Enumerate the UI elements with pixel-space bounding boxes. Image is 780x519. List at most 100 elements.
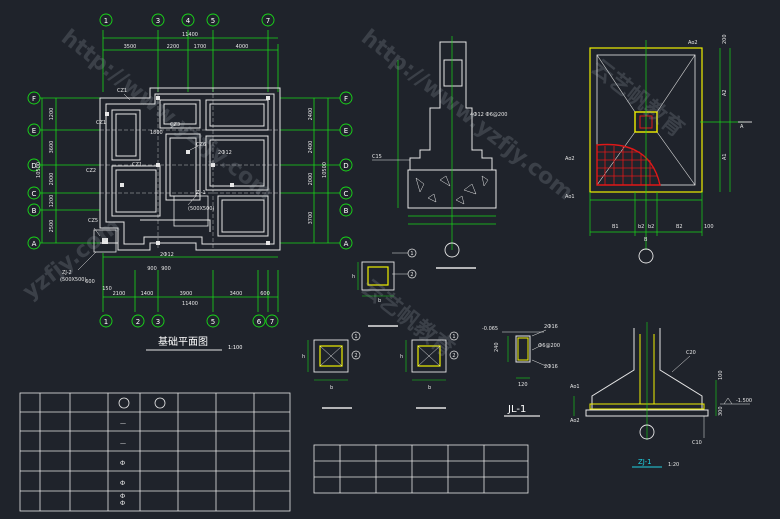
svg-text:3: 3 — [156, 318, 160, 326]
plan-label-cz1-a: CZ1 — [117, 88, 127, 94]
axis-bubble-bottom-7: 7 — [265, 314, 279, 328]
beam-rebar-stirrup: Ф6@200 — [538, 343, 560, 349]
plan-scale: 1:100 — [228, 345, 242, 351]
footing-plan-note-ao2-b: Ao2 — [688, 40, 698, 46]
footing-section-c20-leader — [671, 355, 691, 373]
axis-bubble-left-F: F — [27, 91, 41, 105]
footing-section-note-ao2: Ao2 — [570, 418, 580, 424]
table-left-symbol-5: Ф — [120, 500, 125, 507]
footing-plan-dim-b1: B1 — [612, 224, 619, 230]
wall-section-hatch — [415, 175, 489, 205]
footing-section-label: ZJ-1 — [638, 458, 652, 466]
plan-bottom-small-1: 600 — [85, 279, 95, 285]
plan-bottom-dim-2: 1400 — [141, 291, 154, 297]
svg-text:A: A — [32, 240, 37, 248]
footing-section-dim-300: 300 — [718, 406, 724, 416]
axis-bubble-bottom-6: 6 — [252, 314, 266, 328]
table-left-symbol-4: Ф — [120, 480, 125, 487]
plan-left-dim-1: 1200 — [49, 108, 55, 121]
plan-label-zj1: ZJ-1 — [196, 190, 206, 196]
footing-section-note-c10: C10 — [692, 440, 702, 446]
plan-left-dim-5: 2500 — [49, 220, 55, 233]
column-2-label-h: h — [302, 354, 305, 360]
column-3-label-h: h — [400, 354, 403, 360]
plan-right-dim-1: 2400 — [308, 108, 314, 121]
footing-plan-dim-A2: A2 — [722, 89, 728, 96]
foundation-plan: 1 3 4 5 7 1 2 3 5 6 7 F E D C B A F E D … — [27, 13, 353, 351]
plan-top-dim-4: 4000 — [236, 44, 249, 50]
plan-top-dimension-lines — [102, 30, 279, 312]
plan-top-overall-dim: 11400 — [182, 32, 198, 38]
footing-section-axis-bubble — [639, 424, 655, 440]
axis-bubble-top-5: 5 — [206, 13, 220, 27]
beam-rebar-bottom: 2Ф16 — [544, 364, 558, 370]
beam-elevation: -0.065 — [482, 326, 498, 332]
svg-text:1: 1 — [104, 318, 108, 326]
watermark-brand-2: 云艺帆教育 — [356, 274, 459, 362]
svg-text:3: 3 — [156, 17, 160, 25]
svg-text:E: E — [32, 127, 36, 135]
column-2-callout-2: 2 — [354, 353, 357, 359]
plan-top-dim-2: 2200 — [167, 44, 180, 50]
footing-plan-dim-100: 100 — [704, 224, 714, 230]
watermark-url-2: http://www.yzfjy.com — [356, 25, 577, 206]
plan-label-1800: 1800 — [150, 130, 163, 136]
column-1-callout-1: 1 — [410, 251, 413, 257]
footing-plan-dim-b2-a: b2 — [638, 224, 644, 230]
axis-bubble-left-B: B — [27, 203, 41, 217]
column-section-3: h b 1 2 — [400, 331, 459, 409]
svg-text:A: A — [344, 240, 349, 248]
footing-section-note-ao1: Ao1 — [570, 384, 580, 390]
plan-right-dim-3: 2000 — [308, 173, 314, 186]
plan-top-dim-3: 1700 — [194, 44, 207, 50]
plan-left-overall-dim: 10500 — [36, 162, 42, 178]
plan-label-zj2-size: (500X500) — [60, 277, 86, 283]
axis-bubble-left-D: D — [27, 158, 41, 172]
column-3-label-b: b — [428, 385, 431, 391]
beam-dim-240: 240 — [494, 342, 500, 352]
column-sections: h b 1 2 h b 1 2 — [302, 248, 459, 409]
axis-bubble-right-E: E — [339, 123, 353, 137]
beam-dim-120: 120 — [518, 382, 528, 388]
footing-plan-dim-200: 200 — [722, 34, 728, 44]
plan-left-dim-3: 2000 — [49, 173, 55, 186]
axis-bubble-right-D: D — [339, 158, 353, 172]
plan-bottom-dim-1: 2100 — [113, 291, 126, 297]
axis-bubble-right-F: F — [339, 91, 353, 105]
axis-bubble-top-3: 3 — [151, 13, 165, 27]
svg-text:D: D — [343, 162, 348, 170]
footing-section-note-c20: C20 — [686, 350, 696, 356]
axis-bubble-right-B: B — [339, 203, 353, 217]
axis-bubble-top-4: 4 — [181, 13, 195, 27]
axis-bubble-top-7: 7 — [261, 13, 275, 27]
plan-bottom-small-2: 150 — [102, 286, 112, 292]
column-1-label-b: b — [378, 298, 381, 304]
axis-bubble-left-A: A — [27, 236, 41, 250]
footing-plan-dims — [589, 40, 744, 250]
plan-label-zj1-size: (500X500) — [188, 206, 214, 212]
svg-text:C: C — [32, 190, 37, 198]
footing-section-scale: 1:20 — [668, 462, 679, 468]
footing-plan-dim-B2: B2 — [676, 224, 683, 230]
schedule-table-right — [313, 444, 529, 494]
svg-text:6: 6 — [257, 318, 262, 326]
axis-bubble-left-E: E — [27, 123, 41, 137]
svg-text:5: 5 — [211, 318, 215, 326]
plan-right-dim-4: 3700 — [308, 212, 314, 225]
axis-bubble-top-1: 1 — [99, 13, 113, 27]
axis-bubble-bottom-5: 5 — [206, 314, 220, 328]
wall-section-axis-bubble — [444, 242, 460, 258]
plan-label-cz2: CZ2 — [86, 168, 96, 174]
plan-label-cz3: CZ3 — [170, 122, 180, 128]
plan-left-dim-4: 1200 — [49, 195, 55, 208]
schedule-table-left: — — Ф Ф Ф Ф — [19, 392, 291, 512]
plan-label-2phi12-b: 2Ф12 — [160, 252, 174, 258]
column-section-1: h b 1 2 — [352, 248, 417, 327]
watermark-brand-1: 云艺帆教育 — [586, 54, 689, 142]
wall-section-dims — [397, 36, 496, 250]
footing-plan-label-a: A — [740, 124, 744, 130]
wall-foundation-section: C15 4Ф12 Ф6@200 — [372, 36, 507, 269]
svg-text:5: 5 — [211, 17, 215, 25]
svg-text:E: E — [344, 127, 348, 135]
column-2-callout-1: 1 — [354, 334, 357, 340]
